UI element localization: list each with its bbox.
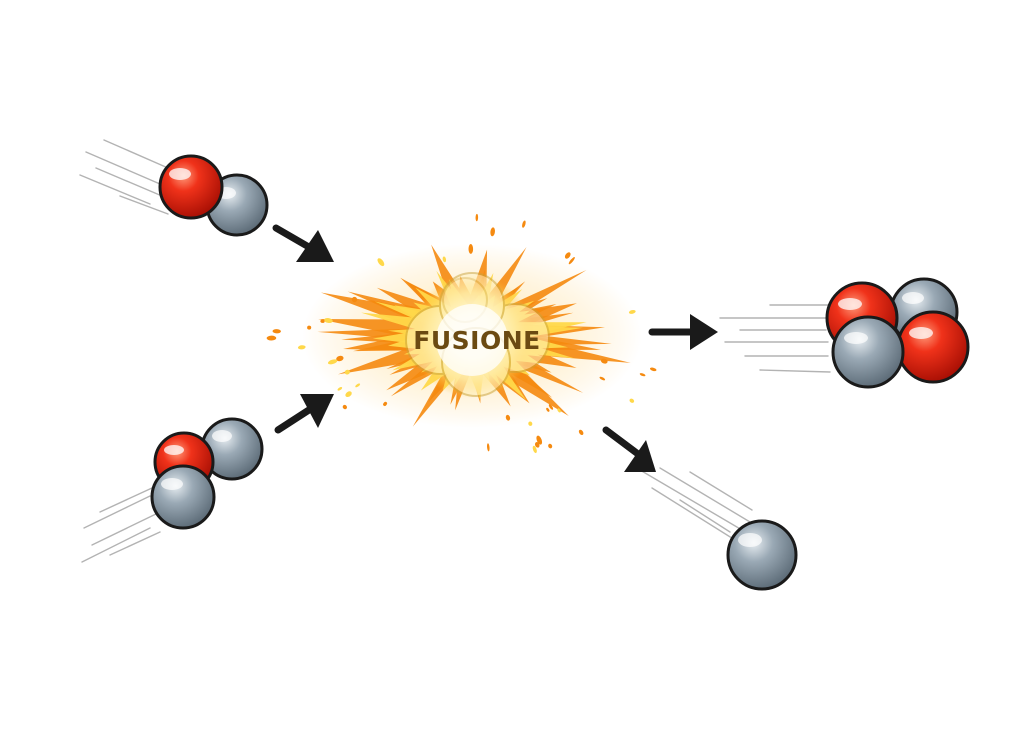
burst-spark <box>535 441 540 448</box>
neutron <box>831 315 905 389</box>
motion-lines-neutron <box>639 467 753 541</box>
burst-spark <box>342 404 347 410</box>
free-neutron <box>726 519 798 591</box>
burst-spark <box>337 387 343 391</box>
burst-spark <box>355 383 361 388</box>
tritium-nucleus <box>150 417 264 530</box>
burst-spark <box>564 252 571 259</box>
proton <box>158 154 224 220</box>
burst-spark <box>532 445 537 454</box>
fusion-label: FUSIONE <box>413 326 540 355</box>
proton <box>896 310 970 384</box>
burst-spark <box>639 373 646 377</box>
burst-spark <box>468 244 474 254</box>
burst-spark <box>320 319 325 323</box>
burst-spark <box>383 401 388 406</box>
helium-nucleus <box>825 277 970 389</box>
arrow-tritium-to-fusion <box>274 394 334 434</box>
burst-spark <box>578 429 584 435</box>
motion-lines-deuterium <box>79 139 169 215</box>
burst-spark <box>442 256 447 263</box>
motion-lines-helium <box>719 304 831 373</box>
burst-spark <box>344 369 350 375</box>
burst-spark <box>548 404 554 410</box>
burst-spark <box>266 335 277 341</box>
burst-spark <box>345 391 352 398</box>
burst-spark <box>505 414 511 421</box>
burst-spark <box>649 367 657 372</box>
burst-spark <box>324 317 333 324</box>
burst-spark <box>557 408 561 413</box>
burst-spark <box>307 325 312 330</box>
arrow-deuterium-to-fusion <box>272 224 334 262</box>
burst-spark <box>629 398 635 403</box>
burst-spark <box>548 443 553 449</box>
burst-spark <box>600 358 608 364</box>
burst-spark <box>272 329 281 334</box>
motion-lines-tritium <box>81 487 161 563</box>
burst-spark <box>599 376 606 381</box>
burst-spark <box>297 345 306 350</box>
arrow-fusion-to-helium <box>648 314 718 350</box>
burst-spark <box>475 213 479 222</box>
burst-spark <box>487 443 490 452</box>
burst-spark <box>336 355 344 362</box>
burst-spark <box>522 220 526 228</box>
burst-spark <box>528 421 533 426</box>
burst-spark <box>628 310 636 314</box>
neutron <box>150 464 216 530</box>
deuterium-nucleus <box>158 154 269 237</box>
burst-spark <box>546 407 550 412</box>
burst-spark <box>490 227 495 237</box>
neutron <box>200 417 264 481</box>
burst-spark <box>327 359 338 365</box>
burst-spark <box>351 296 358 303</box>
burst-spark <box>568 257 575 265</box>
fusion-burst: FUSIONE <box>266 213 657 454</box>
arrow-fusion-to-neutron <box>602 426 656 472</box>
burst-spark <box>377 258 385 267</box>
